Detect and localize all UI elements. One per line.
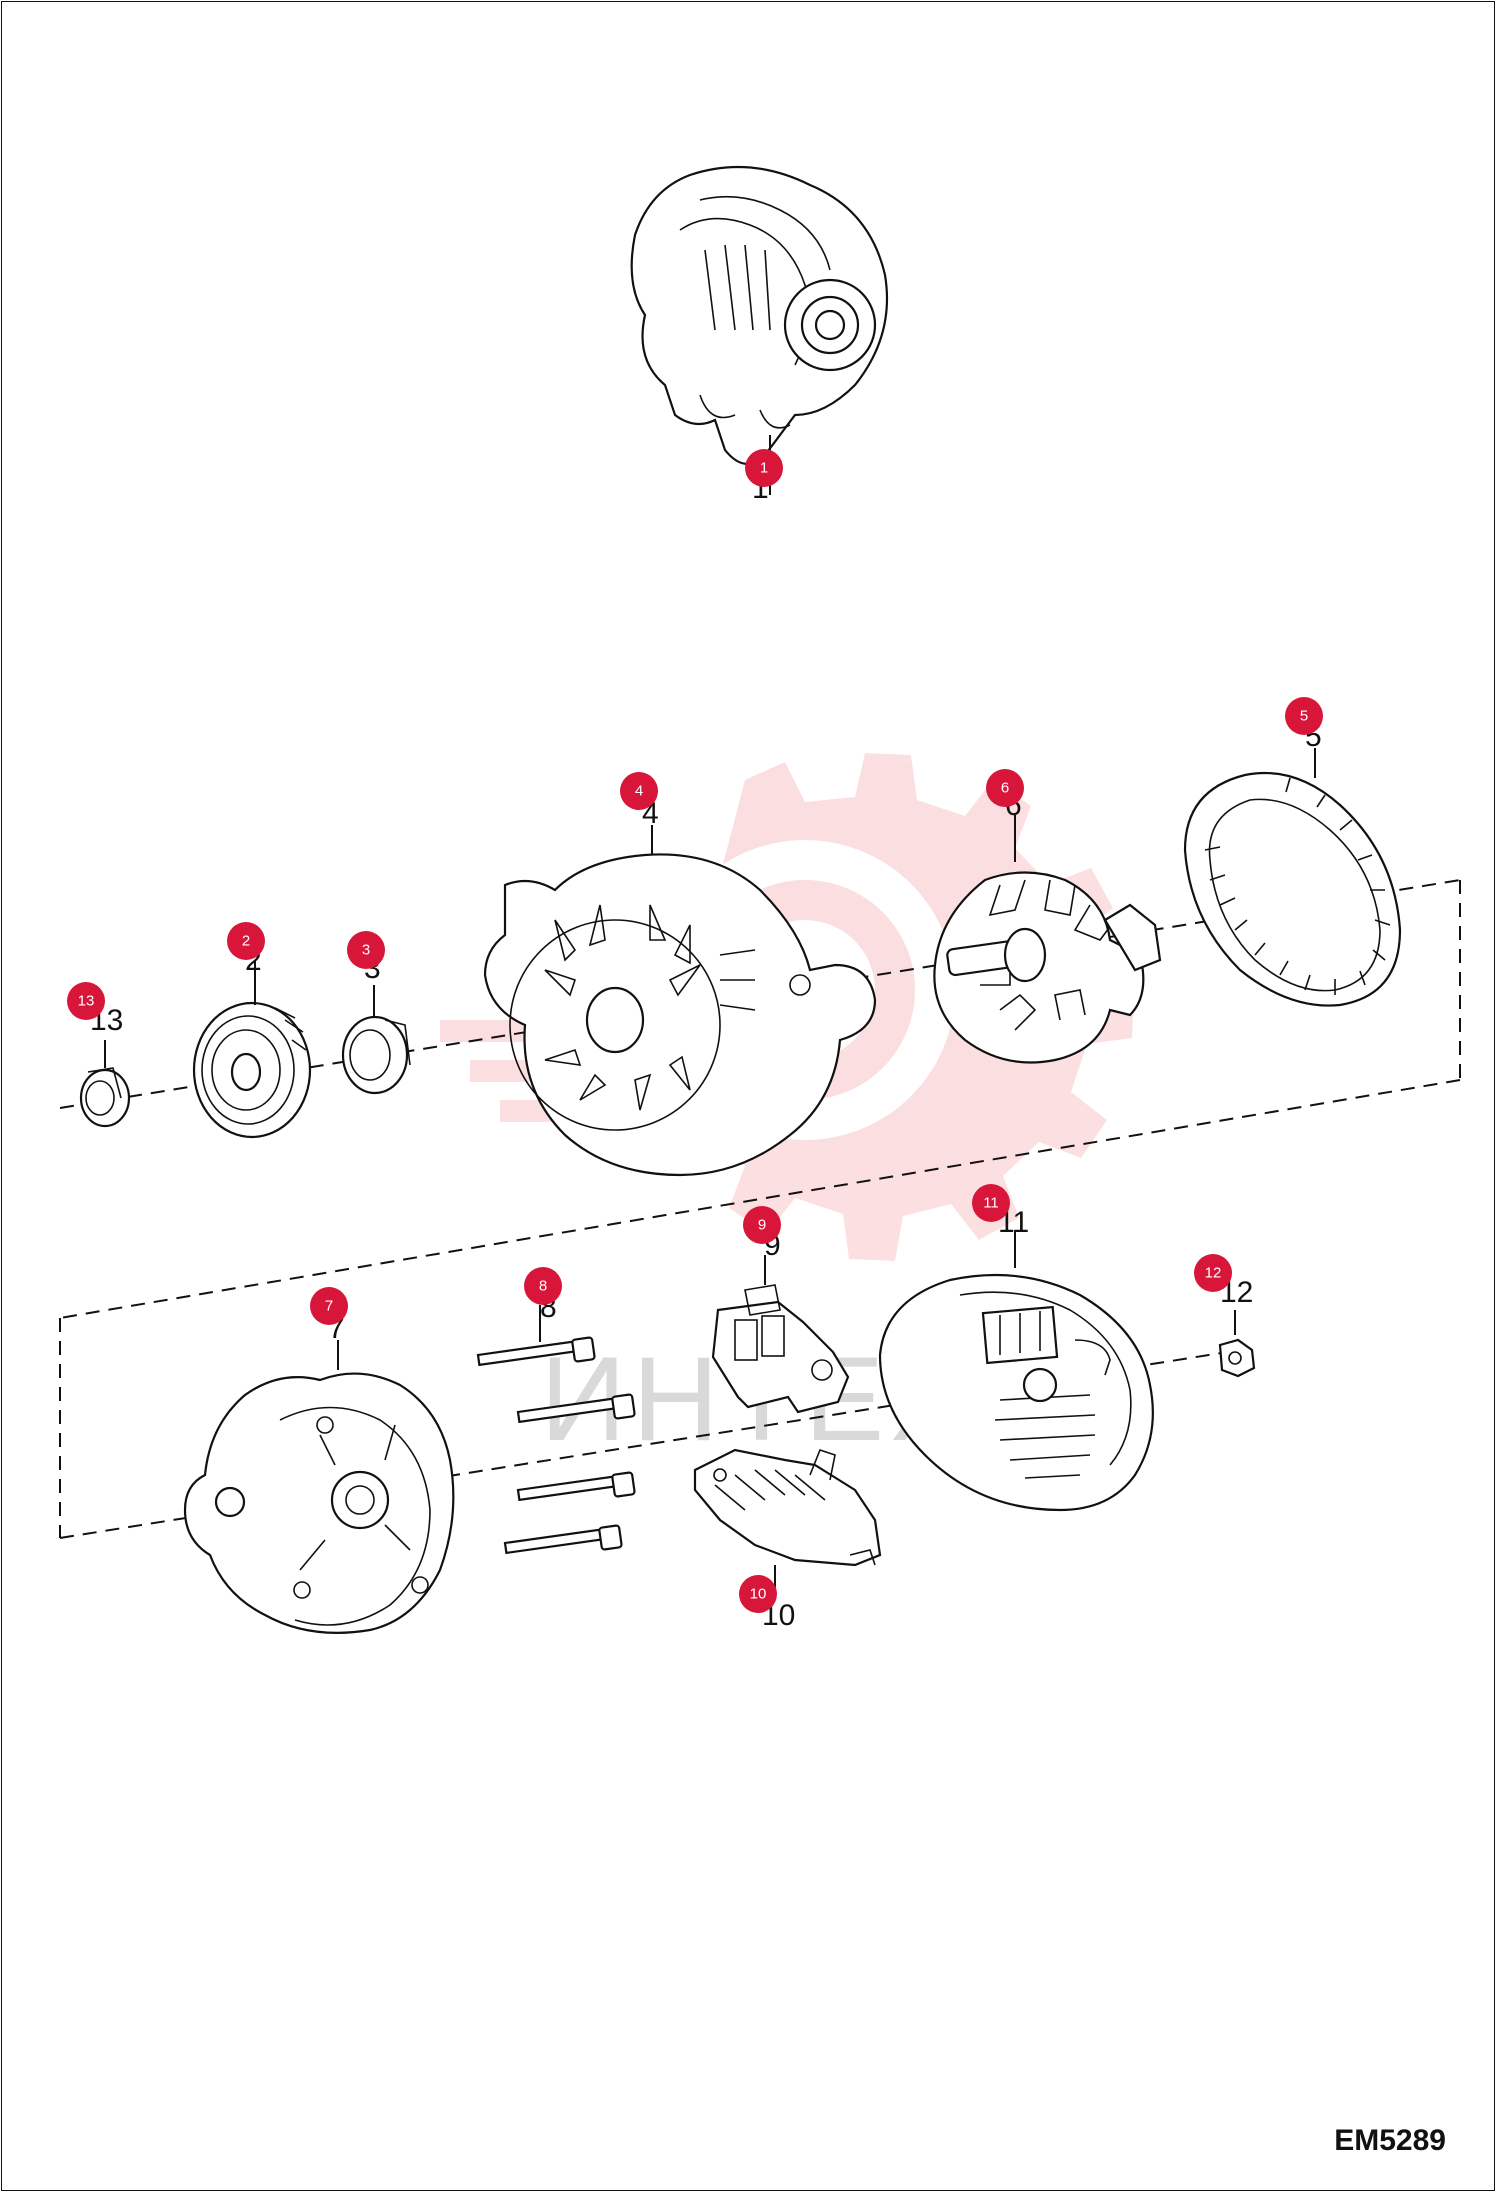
callout-badge-1[interactable]: 1 [745, 449, 783, 487]
rotor-part [933, 871, 1162, 1064]
svg-text:3: 3 [362, 942, 370, 959]
through-bolts-part [476, 1336, 636, 1555]
svg-text:1: 1 [760, 460, 768, 477]
stator-part [1183, 771, 1402, 1007]
pulley-nut-part [79, 1067, 131, 1128]
spacer-collar-part [341, 1015, 411, 1095]
svg-text:4: 4 [635, 783, 643, 800]
callout-badge-2[interactable]: 2 [227, 922, 265, 960]
alternator-assembly-part [630, 165, 889, 465]
callout-badge-12[interactable]: 12 [1194, 1254, 1232, 1292]
callout-badge-9[interactable]: 9 [743, 1206, 781, 1244]
callout-badge-7[interactable]: 7 [310, 1287, 348, 1325]
svg-text:9: 9 [758, 1217, 766, 1234]
callout-badge-11[interactable]: 11 [972, 1184, 1010, 1222]
callout-badge-4[interactable]: 4 [620, 772, 658, 810]
svg-text:12: 12 [1205, 1265, 1222, 1282]
pulley-part [192, 1001, 312, 1139]
svg-text:10: 10 [750, 1586, 767, 1603]
svg-text:2: 2 [242, 933, 250, 950]
svg-text:11: 11 [983, 1195, 999, 1212]
callout-badge-5[interactable]: 5 [1285, 697, 1323, 735]
callout-badges: 1 2 3 4 5 6 7 8 9 10 11 12 13 [67, 449, 1323, 1613]
callout-badge-3[interactable]: 3 [347, 931, 385, 969]
svg-text:13: 13 [78, 993, 95, 1010]
rear-cover-part [878, 1273, 1154, 1512]
brush-holder-part [711, 1284, 850, 1414]
svg-text:6: 6 [1001, 780, 1009, 797]
rear-bracket-part [183, 1372, 455, 1634]
terminal-nut-part [1218, 1338, 1256, 1378]
callout-badge-10[interactable]: 10 [739, 1575, 777, 1613]
svg-text:7: 7 [325, 1298, 333, 1315]
document-code: EM5289 [1334, 2124, 1446, 2157]
callout-badge-8[interactable]: 8 [524, 1267, 562, 1305]
callout-badge-6[interactable]: 6 [986, 769, 1024, 807]
callout-badge-13[interactable]: 13 [67, 982, 105, 1020]
rectifier-part [693, 1448, 882, 1567]
svg-text:8: 8 [539, 1278, 547, 1295]
svg-text:5: 5 [1300, 708, 1308, 725]
